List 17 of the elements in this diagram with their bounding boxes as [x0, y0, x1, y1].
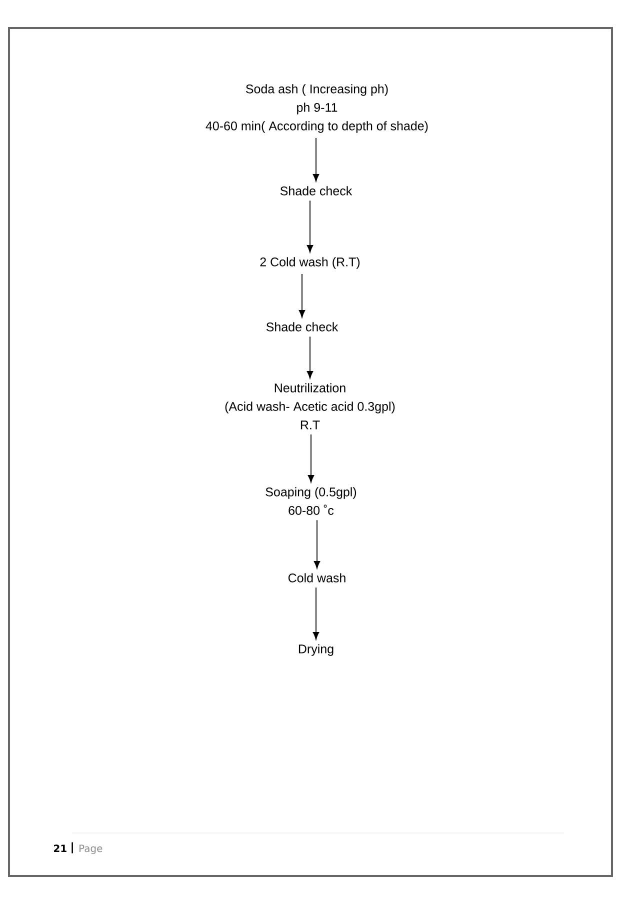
step-text: 2 Cold wash (R.T)	[260, 257, 360, 269]
arrow	[312, 587, 320, 640]
step-text: Soaping (0.5gpl) 60-80 ˚c	[266, 487, 356, 515]
step-text: Cold wash	[288, 573, 346, 582]
page-number: 21	[54, 844, 66, 852]
step-text: Neutrilization (Acid wash- Acetic acid 0.3gpl) R.T	[225, 383, 395, 430]
step-text: Soda ash ( Increasing ph) ph 9-11 40-60 min( According to depth of shade)	[206, 84, 428, 133]
arrow	[298, 274, 306, 318]
arrow	[306, 336, 314, 379]
arrow	[308, 434, 314, 483]
step-text: Shade check	[266, 322, 338, 332]
page-label: Page	[80, 844, 102, 854]
arrow	[306, 200, 314, 253]
arrow	[314, 520, 320, 569]
step-text: Shade check	[280, 186, 352, 196]
step-text: Drying	[298, 644, 334, 656]
arrow	[312, 138, 320, 182]
